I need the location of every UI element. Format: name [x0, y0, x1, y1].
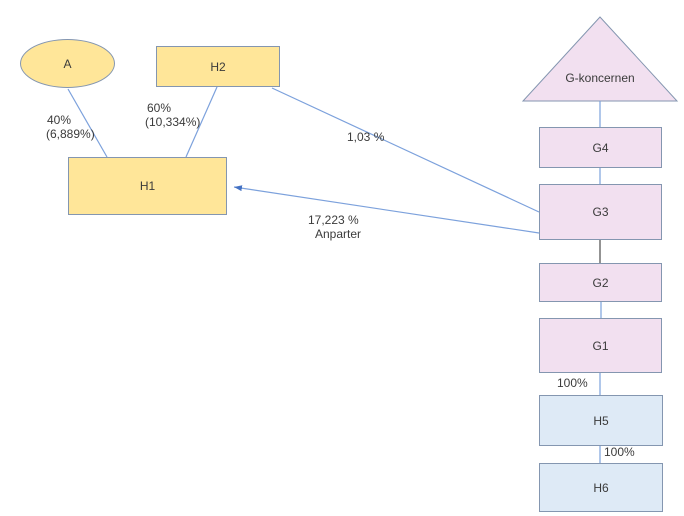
- edge-label-h2-h1-paren: (10,334%): [145, 115, 201, 129]
- edge-label-a-h1-pct: 40%: [47, 113, 72, 127]
- edge-label-a-h1-paren: (6,889%): [46, 127, 95, 141]
- node-g4-label: G4: [592, 140, 609, 155]
- node-g2[interactable]: G2: [539, 263, 662, 302]
- edge-h2-to-h1: [185, 86, 218, 158]
- edge-g3-to-h1-arrow: [233, 185, 540, 234]
- edge-label-h5-h6-pct: 100%: [604, 445, 635, 459]
- node-h6-label: H6: [593, 480, 609, 495]
- edge-label-g3-h1-anparter: Anparter: [315, 227, 362, 241]
- node-g3-label: G3: [592, 205, 609, 219]
- node-g1[interactable]: G1: [539, 318, 662, 373]
- node-a[interactable]: A: [20, 39, 115, 88]
- node-a-label: A: [63, 56, 72, 71]
- node-g-koncernen-triangle[interactable]: [521, 16, 679, 102]
- node-h1-label: H1: [139, 179, 156, 193]
- edge-label-h2-g3-pct: 1,03 %: [347, 130, 385, 144]
- edge-label-g1-h5-pct: 100%: [557, 376, 588, 390]
- node-g1-label: G1: [592, 338, 609, 353]
- node-g3[interactable]: G3: [539, 184, 662, 240]
- node-h5-label: H5: [593, 413, 609, 428]
- node-g4[interactable]: G4: [539, 127, 662, 168]
- node-h1[interactable]: H1: [68, 157, 227, 215]
- edge-h2-to-g3: [271, 87, 540, 213]
- node-h5[interactable]: H5: [539, 395, 663, 446]
- node-h2-label: H2: [210, 59, 226, 74]
- edge-label-g3-h1-pct: 17,223 %: [308, 213, 359, 227]
- edge-a-to-h1: [67, 88, 108, 158]
- node-g2-label: G2: [592, 275, 609, 290]
- node-h2[interactable]: H2: [156, 46, 280, 87]
- edge-label-h2-h1-pct: 60%: [147, 101, 172, 115]
- node-h6[interactable]: H6: [539, 463, 663, 512]
